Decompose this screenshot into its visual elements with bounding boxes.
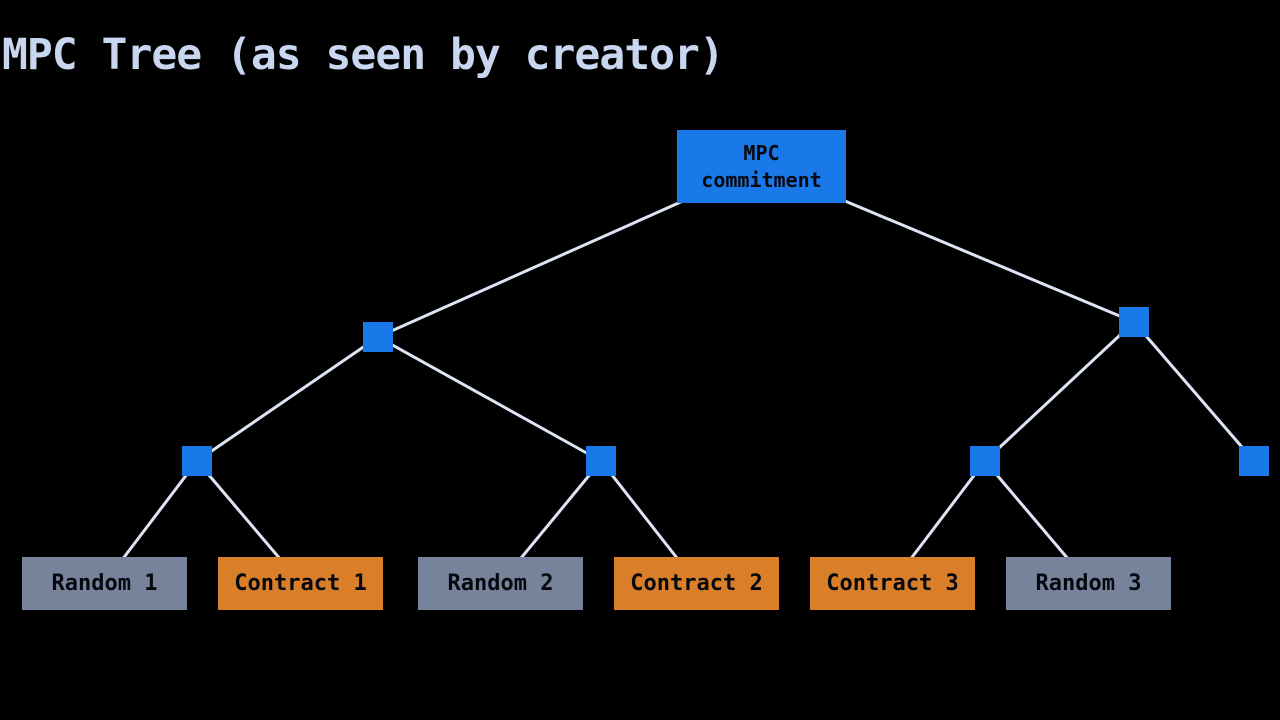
internal-node-left-left-branch xyxy=(182,446,212,476)
leaf-contract-3: Contract 3 xyxy=(810,557,975,610)
edge-right-rl xyxy=(983,320,1136,463)
leaf-random-2: Random 2 xyxy=(418,557,583,610)
leaf-random-1: Random 1 xyxy=(22,557,187,610)
internal-node-left-branch xyxy=(363,322,393,352)
edge-left-lr xyxy=(376,335,603,463)
internal-node-left-right-branch xyxy=(586,446,616,476)
edge-left-ll xyxy=(195,335,380,463)
root-node-mpc-commitment: MPC commitment xyxy=(677,130,846,203)
diagram-title: MPC Tree (as seen by creator) xyxy=(2,30,725,80)
internal-node-right-branch xyxy=(1119,307,1149,337)
edge-right-rr xyxy=(1132,320,1256,463)
leaf-contract-2: Contract 2 xyxy=(614,557,779,610)
internal-node-right-right-branch xyxy=(1239,446,1269,476)
internal-node-right-left-branch xyxy=(970,446,1000,476)
leaf-contract-1: Contract 1 xyxy=(218,557,383,610)
leaf-random-3: Random 3 xyxy=(1006,557,1171,610)
